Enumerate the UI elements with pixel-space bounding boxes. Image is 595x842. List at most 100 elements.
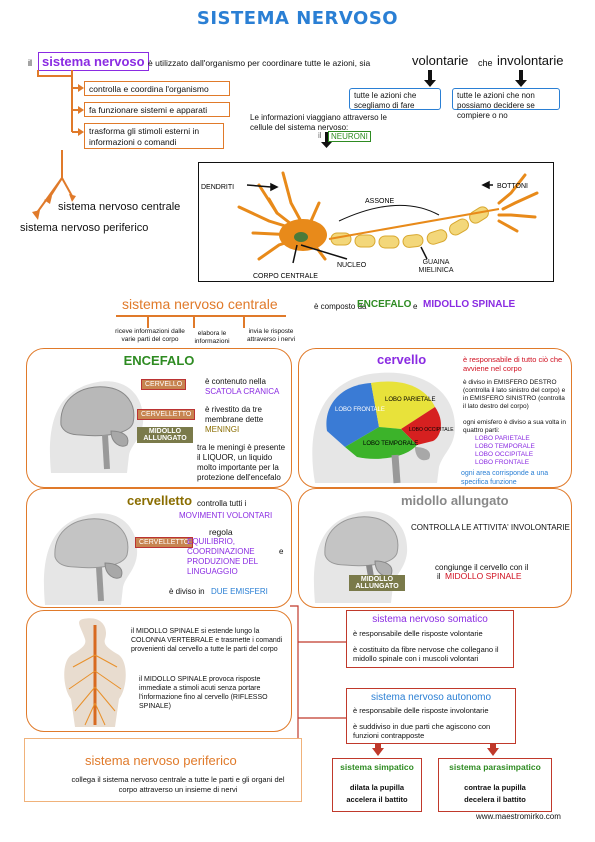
cervelletto-p2: regola	[209, 527, 233, 537]
autonomo-box: sistema nervoso autonomo è responsabile …	[346, 688, 516, 744]
periferico-box: sistema nervoso periferico collega il si…	[24, 738, 302, 802]
map-lobe-parietale: LOBO PARIETALE	[385, 397, 435, 403]
tag-cervello: CERVELLO	[141, 379, 187, 390]
lobe-item: LOBO FRONTALE	[475, 459, 530, 466]
midollo-allungato-card: midollo allungato MIDOLLO ALLUNGATO CONT…	[298, 488, 572, 608]
map-lobe-temporale: LOBO TEMPORALE	[363, 441, 418, 447]
midollo-allungato-p2: congiunge il cervello con il	[435, 563, 529, 572]
central-encephalon: ENCEFALO	[357, 299, 412, 310]
intro-text: è utilizzato dall'organismo per coordina…	[148, 58, 371, 68]
tag-cervelletto: CERVELLETTO	[137, 409, 196, 420]
midollo-allungato-p2-prefix: il	[437, 572, 441, 581]
cervello-p3: ogni emisfero è diviso a sua volta in qu…	[463, 419, 566, 434]
parasimpatico-heading: sistema parasimpatico	[449, 762, 541, 772]
midollo-spinale-card: il MIDOLLO SPINALE si estende lungo la C…	[26, 610, 292, 732]
simpatico-p2: accelera il battito	[346, 795, 408, 804]
brain-lobes-illustration: LOBO FRONTALE LOBO PARIETALE LOBO TEMPOR…	[312, 372, 455, 484]
central-and: e	[413, 302, 418, 311]
intro-term: sistema nervoso	[38, 52, 149, 71]
neurons-intro: Le informazioni viaggiano attraverso le …	[250, 113, 387, 132]
neurons-prefix: il	[318, 131, 322, 140]
tag-cervelletto: CERVELLETTO	[135, 537, 194, 548]
somatico-box: sistema nervoso somatico è responsabile …	[346, 610, 514, 668]
head-illustration	[43, 513, 138, 605]
midollo-allungato-p2b: MIDOLLO SPINALE	[445, 571, 522, 581]
neuron-diagram: DENDRITI ASSONE BOTTONI NUCLEO CORPO CEN…	[198, 162, 554, 282]
intro-conj: che	[478, 58, 493, 68]
cervelletto-p2b: EQUILIBRIO, COORDINAZIONE	[187, 537, 255, 556]
axon-label: ASSONE	[365, 198, 395, 205]
neurons-label: NEURONI	[328, 131, 371, 142]
simpatico-p1: dilata la pupilla	[349, 783, 405, 792]
cervello-heading: cervello	[377, 352, 427, 367]
nucleus-label: NUCLEO	[337, 262, 367, 269]
function-item: fa funzionare sistemi e apparati	[84, 102, 230, 117]
intro-involuntary: involontarie	[497, 53, 564, 68]
somatico-heading: sistema nervoso somatico	[372, 614, 488, 625]
midollo-spinale-p2: il MIDOLLO SPINALE provoca risposte imme…	[139, 676, 268, 710]
parasimpatico-p2: decelera il battito	[464, 795, 526, 804]
intro-prefix: il	[28, 58, 32, 68]
branch-central: sistema nervoso centrale	[58, 201, 181, 213]
dendrites-label: DENDRITI	[201, 184, 234, 191]
function-item: trasforma gli stimoli esterni in informa…	[84, 123, 224, 149]
midollo-spinale-p1: il MIDOLLO SPINALE si estende lungo la C…	[131, 628, 283, 653]
autonomo-p1: è responsabile delle risposte involontar…	[353, 706, 489, 715]
central-composed: è composto da	[314, 302, 367, 311]
cervelletto-card: cervelletto CERVELLETTO controlla tutti …	[26, 488, 292, 608]
tag-midollo-allungato: MIDOLLO ALLUNGATO	[137, 427, 193, 443]
simpatico-heading: sistema simpatico	[340, 762, 414, 772]
involuntary-desc: tutte le azioni che non possiamo decider…	[452, 88, 560, 120]
somatico-p1: è responsabile delle risposte volontarie	[353, 629, 483, 638]
encefalo-card: ENCEFALO CERVELLO CERVELLETTO MIDOLLO AL…	[26, 348, 292, 488]
parasimpatico-p1: contrae la pupilla	[464, 783, 526, 792]
periferico-p1: collega il sistema nervoso centrale a tu…	[71, 775, 285, 794]
simpatico-box: sistema simpatico dilata la pupilla acce…	[332, 758, 422, 812]
central-role: invia le risposte attraverso i nervi	[246, 328, 296, 343]
head-illustration	[49, 381, 144, 473]
tag-midollo-allungato: MIDOLLO ALLUNGATO	[349, 575, 405, 591]
encefalo-p2: è rivestito da tre membrane dette MENING…	[205, 405, 264, 434]
lobe-item: LOBO OCCIPITALE	[475, 451, 534, 458]
cervelletto-p3b: DUE EMISFERI	[211, 587, 268, 596]
lobe-item: LOBO PARIETALE	[475, 435, 530, 442]
map-lobe-frontale: LOBO FRONTALE	[335, 407, 385, 413]
sheath-label: GUAINA MIELINICA	[418, 259, 454, 274]
cervelletto-p1b: MOVIMENTI VOLONTARI	[179, 511, 273, 520]
cervelletto-heading: cervelletto	[127, 493, 193, 508]
cervelletto-p3: è diviso in	[169, 587, 205, 596]
parasimpatico-box: sistema parasimpatico contrae la pupilla…	[438, 758, 552, 812]
cervello-lobes: LOBO PARIETALE LOBO TEMPORALE LOBO OCCIP…	[475, 435, 535, 467]
cervelletto-p2d: PRODUZIONE DEL LINGUAGGIO	[187, 557, 258, 576]
cervello-p1: è responsabile di tutto ciò che avviene …	[463, 355, 563, 373]
autonomo-heading: sistema nervoso autonomo	[370, 692, 492, 703]
cervelletto-p2c: e	[279, 547, 284, 556]
central-role: riceve informazioni dalle varie parti de…	[115, 328, 185, 343]
cervello-card: cervello LOBO FRONTALE LOBO PARIETALE LO…	[298, 348, 572, 488]
voluntary-desc: tutte le azioni che scegliamo di fare	[349, 88, 441, 110]
periferico-heading: sistema nervoso periferico	[85, 753, 237, 768]
central-heading: sistema nervoso centrale	[122, 296, 278, 312]
map-lobe-occipitale: LOBO OCCIPITALE	[409, 427, 454, 433]
cervelletto-p1: controlla tutti i	[197, 499, 247, 508]
function-item: controlla e coordina l'organismo	[84, 81, 230, 96]
central-spinal: MIDOLLO SPINALE	[423, 299, 516, 310]
encefalo-p3: tra le meningi è presente il LIQUOR, un …	[197, 443, 286, 482]
page-title: SISTEMA NERVOSO	[196, 8, 399, 29]
cervello-p2: è diviso in EMISFERO DESTRO (controlla i…	[463, 379, 566, 410]
midollo-allungato-p1: CONTROLLA LE ATTIVITA' INVOLONTARIE	[411, 523, 570, 532]
neuron-illustration: DENDRITI ASSONE BOTTONI NUCLEO CORPO CEN…	[201, 171, 539, 280]
branch-peripheral: sistema nervoso periferico	[20, 222, 149, 234]
somatico-p2: è costituito da fibre nervose che colleg…	[353, 645, 499, 663]
buttons-label: BOTTONI	[497, 183, 528, 190]
spine-illustration	[64, 618, 126, 727]
cervello-p4: ogni area corrisponde a una specifica fu…	[461, 470, 549, 486]
autonomo-p2: è suddiviso in due parti che agiscono co…	[353, 722, 491, 740]
footer-url[interactable]: www.maestromirko.com	[476, 812, 561, 821]
midollo-allungato-heading: midollo allungato	[401, 493, 509, 508]
central-role: elabora le informazioni	[194, 330, 230, 345]
lobe-item: LOBO TEMPORALE	[475, 443, 535, 450]
encefalo-heading: ENCEFALO	[123, 353, 195, 368]
